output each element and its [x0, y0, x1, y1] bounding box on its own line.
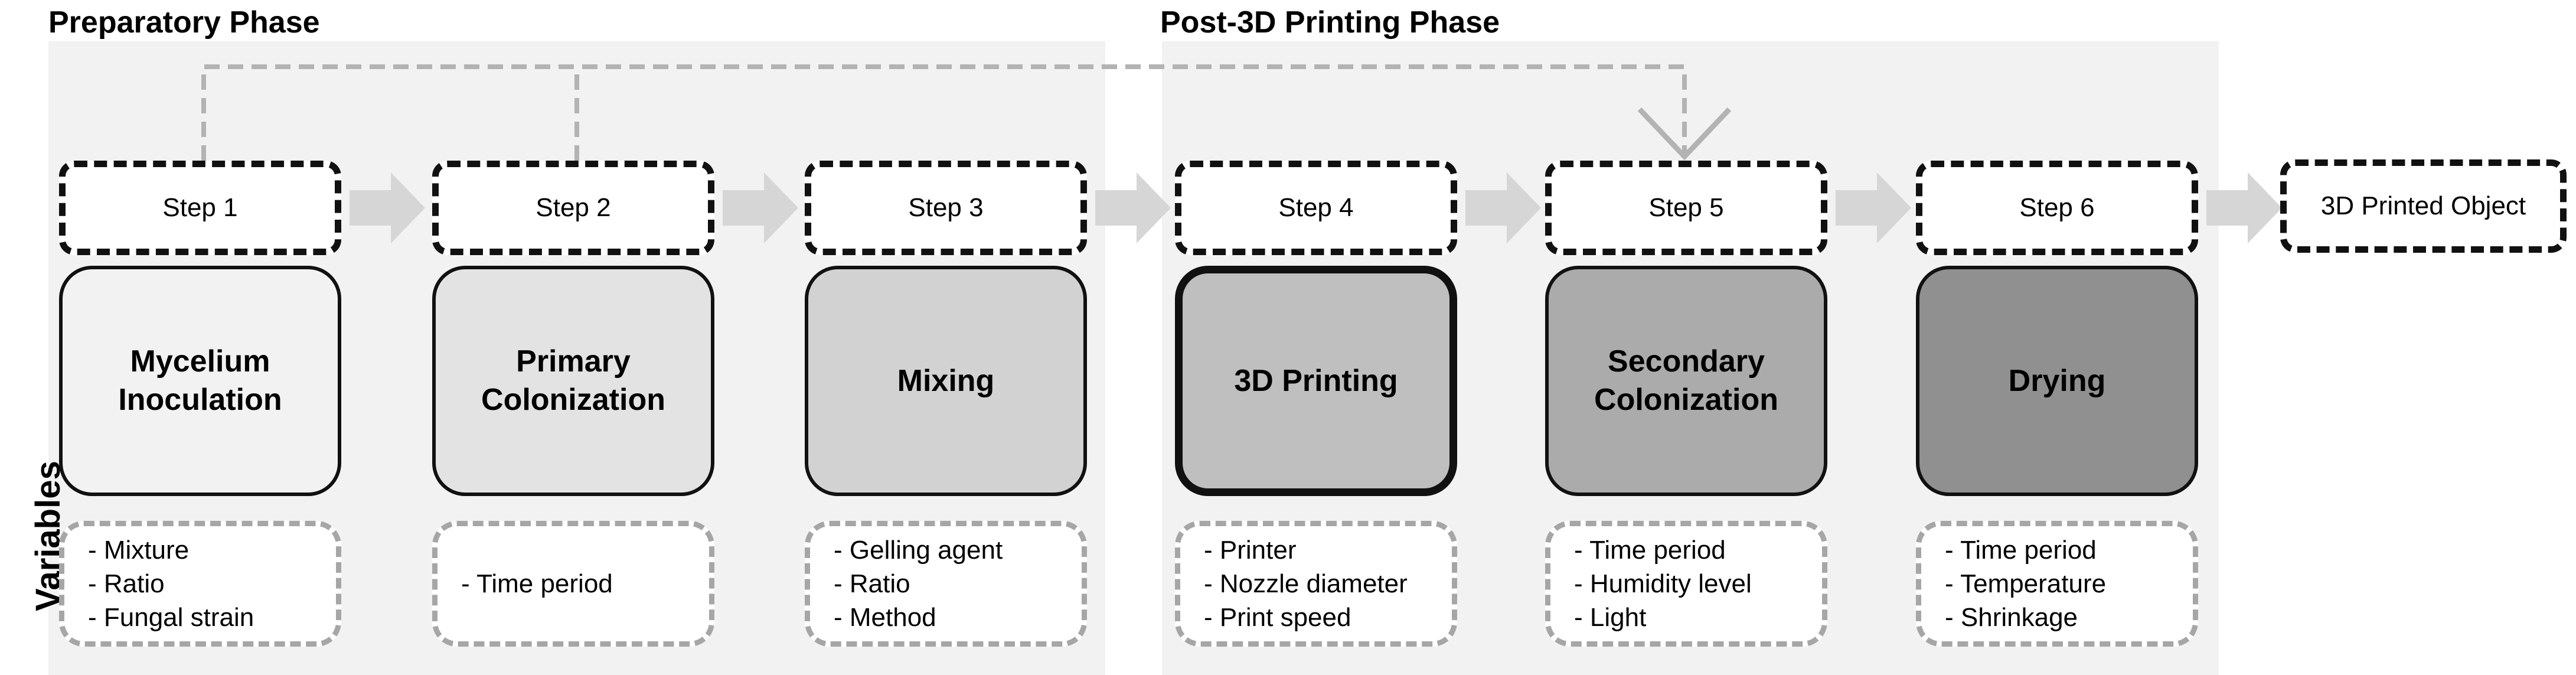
step-6-label: Step 6	[2019, 193, 2095, 222]
variable-item: - Nozzle diameter	[1204, 569, 1408, 598]
step-6-process-box: Drying	[1916, 266, 2198, 496]
variable-item: - Humidity level	[1574, 569, 1752, 598]
flow-arrow-6	[2206, 172, 2282, 243]
variable-item: - Ratio	[834, 569, 910, 598]
variable-item: - Print speed	[1204, 603, 1351, 632]
step-6-variables-box: - Time period - Temperature - Shrinkage	[1916, 521, 2198, 647]
step-5-label: Step 5	[1648, 193, 1724, 222]
preparatory-phase-title: Preparatory Phase	[48, 5, 320, 40]
step-5-process-box: Secondary Colonization	[1545, 266, 1827, 496]
step-6-process-name: Drying	[2008, 363, 2106, 398]
step-2-process-box: Primary Colonization	[432, 266, 714, 496]
variable-item: - Time period	[461, 569, 613, 598]
step-3-process-box: Mixing	[805, 266, 1087, 496]
step-3-box: Step 3	[805, 161, 1087, 255]
variable-item: - Mixture	[88, 535, 190, 565]
output-box: 3D Printed Object	[2280, 159, 2567, 253]
step-6-box: Step 6	[1916, 161, 2198, 255]
variable-item: - Gelling agent	[834, 535, 1003, 565]
post-printing-phase-title: Post-3D Printing Phase	[1160, 5, 1500, 40]
step-1-process-name: Mycelium Inoculation	[118, 344, 282, 417]
step-4-process-name: 3D Printing	[1234, 363, 1398, 398]
variable-item: - Time period	[1945, 535, 2097, 565]
step-2-box: Step 2	[432, 161, 714, 255]
step-5-process-name: Secondary Colonization	[1594, 344, 1778, 417]
variable-item: - Shrinkage	[1945, 603, 2078, 632]
step-1-variables-box: - Mixture - Ratio - Fungal strain	[59, 521, 341, 647]
step-2-variables-box: - Time period	[432, 521, 714, 647]
variable-item: - Fungal strain	[88, 603, 254, 632]
flow-arrow-4	[1465, 172, 1541, 243]
variable-item: - Temperature	[1945, 569, 2107, 598]
step-4-label: Step 4	[1278, 193, 1354, 222]
flow-arrow-3	[1095, 172, 1171, 243]
step-4-box: Step 4	[1175, 161, 1457, 255]
step-1-label: Step 1	[162, 193, 238, 222]
step-5-box: Step 5	[1545, 161, 1827, 255]
step-2-process-name: Primary Colonization	[481, 344, 665, 417]
step-2-label: Step 2	[536, 193, 611, 222]
step-4-variables-box: - Printer - Nozzle diameter - Print speed	[1175, 521, 1457, 647]
variable-item: - Ratio	[88, 569, 165, 598]
step-4-process-box: 3D Printing	[1175, 266, 1457, 496]
connector-line-step1	[201, 64, 1687, 161]
variable-item: - Method	[834, 603, 936, 632]
step-5-variables-box: - Time period - Humidity level - Light	[1545, 521, 1827, 647]
step-1-box: Step 1	[59, 161, 341, 255]
step-3-label: Step 3	[908, 193, 984, 222]
flow-arrow-1	[350, 172, 425, 243]
variable-item: - Printer	[1204, 535, 1297, 565]
step-3-variables-box: - Gelling agent - Ratio - Method	[805, 521, 1087, 647]
flow-arrow-2	[723, 172, 798, 243]
step-3-process-name: Mixing	[897, 363, 995, 398]
step-1-process-box: Mycelium Inoculation	[59, 266, 341, 496]
variable-item: - Light	[1574, 603, 1647, 632]
flow-arrow-5	[1836, 172, 1911, 243]
output-label: 3D Printed Object	[2320, 191, 2526, 220]
variable-item: - Time period	[1574, 535, 1726, 565]
connector-arrowhead	[1637, 107, 1732, 161]
